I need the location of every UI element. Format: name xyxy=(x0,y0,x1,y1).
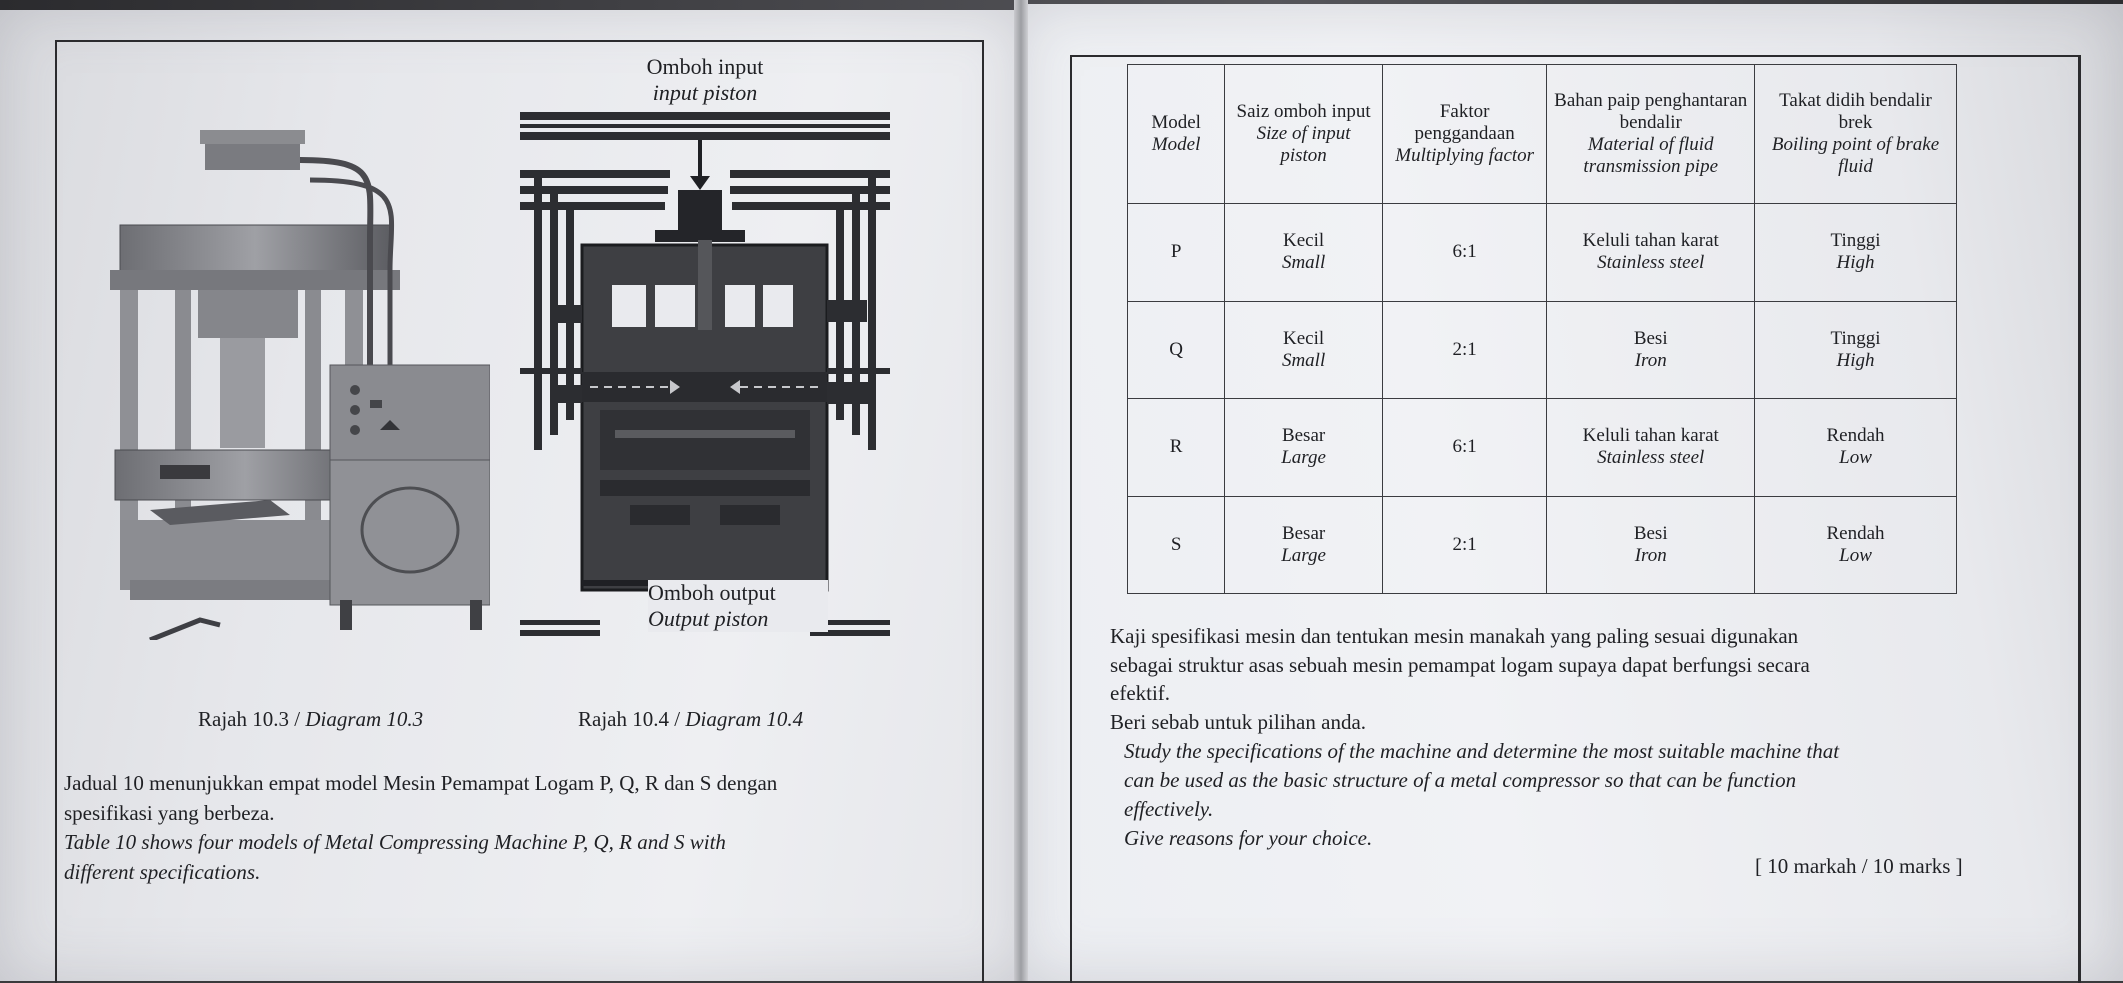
instruction-ms-line2: sebagai struktur asas sebuah mesin pemam… xyxy=(1110,653,1810,677)
cell-bp-en: Low xyxy=(1839,447,1872,469)
header-model-ms: Model xyxy=(1151,112,1201,133)
right-page-border xyxy=(1070,55,2081,983)
cell-factor: 6:1 xyxy=(1381,203,1548,302)
input-piston-label: Omboh input input piston xyxy=(600,54,810,106)
cell-pipe-ms: Keluli tahan karat xyxy=(1582,230,1719,252)
instruction-en-line4: Give reasons for your choice. xyxy=(1124,826,1373,850)
cell-bp-ms: Tinggi xyxy=(1830,230,1881,252)
cell-size-ms: Besar xyxy=(1281,522,1326,544)
cell-pipe-en: Stainless steel xyxy=(1597,447,1705,469)
cell-model: P xyxy=(1126,203,1226,302)
header-input-piston-size: Saiz omboh input Size of input piston xyxy=(1224,64,1383,204)
header-pipe-ms: Bahan paip penghantaran bendalir xyxy=(1554,90,1748,133)
cell-size-en: Small xyxy=(1281,252,1326,274)
header-boiling-point: Takat didih bendalir brek Boiling point … xyxy=(1754,64,1957,204)
cell-size-en: Small xyxy=(1281,349,1326,371)
cell-size-en: Large xyxy=(1281,544,1326,566)
header-model-en: Model xyxy=(1151,134,1201,155)
cell-factor: 2:1 xyxy=(1381,300,1548,399)
cell-bp-ms: Rendah xyxy=(1826,425,1885,447)
caption-10-3-ms: Rajah 10.3 / xyxy=(198,707,306,731)
caption-diagram-10-3: Rajah 10.3 / Diagram 10.3 xyxy=(198,707,423,732)
input-piston-label-en: input piston xyxy=(652,80,758,105)
header-pipe-en: Material of fluid transmission pipe xyxy=(1583,134,1719,177)
output-piston-label-en: Output piston xyxy=(648,606,769,631)
header-pipe-material: Bahan paip penghantaran bendalir Materia… xyxy=(1546,64,1756,204)
instruction-en-line1: Study the specifications of the machine … xyxy=(1124,739,1840,763)
piston-schematic xyxy=(520,112,890,636)
input-piston-label-ms: Omboh input xyxy=(646,54,764,79)
header-model: Model Model xyxy=(1126,64,1226,204)
cell-model: Q xyxy=(1126,300,1226,399)
caption-10-4-en: Diagram 10.4 xyxy=(685,707,804,731)
cell-model: R xyxy=(1126,398,1226,497)
left-page-border xyxy=(55,40,984,983)
cell-size-ms: Kecil xyxy=(1283,230,1325,252)
cell-bp-en: Low xyxy=(1839,544,1872,566)
cell-pipe-ms: Besi xyxy=(1633,327,1668,349)
caption-10-4-ms: Rajah 10.4 / xyxy=(578,707,686,731)
page-fold xyxy=(1014,0,1028,981)
header-size-ms: Saiz omboh input xyxy=(1236,101,1371,122)
output-piston-label: Omboh output Output piston xyxy=(648,580,828,632)
cell-bp-ms: Tinggi xyxy=(1830,327,1881,349)
question-intro-ms-line2: spesifikasi yang berbeza. xyxy=(64,801,275,825)
question-intro-en-line2: different specifications. xyxy=(64,860,261,884)
cell-size-ms: Besar xyxy=(1281,425,1326,447)
cell-bp-en: High xyxy=(1836,252,1875,274)
header-bp-ms: Takat didih bendalir brek xyxy=(1779,90,1932,133)
cell-pipe-en: Stainless steel xyxy=(1597,252,1705,274)
caption-10-3-en: Diagram 10.3 xyxy=(305,707,424,731)
cell-model: S xyxy=(1126,495,1226,594)
question-intro-ms-line1: Jadual 10 menunjukkan empat model Mesin … xyxy=(64,771,778,795)
cell-size-en: Large xyxy=(1281,447,1326,469)
caption-diagram-10-4: Rajah 10.4 / Diagram 10.4 xyxy=(578,707,803,732)
cell-bp-ms: Rendah xyxy=(1826,522,1885,544)
table-header-row: Model Model Saiz omboh input Size of inp… xyxy=(1126,64,1957,204)
cell-factor: 2:1 xyxy=(1381,495,1548,594)
header-factor-en: Multiplying factor xyxy=(1395,145,1535,166)
instruction-ms-line1: Kaji spesifikasi mesin dan tentukan mesi… xyxy=(1110,624,1799,648)
output-piston-label-ms: Omboh output xyxy=(648,580,776,605)
marks-label: [ 10 markah / 10 marks ] xyxy=(1755,854,1963,878)
specification-table: Model Model Saiz omboh input Size of inp… xyxy=(1126,64,1957,594)
cell-size-ms: Kecil xyxy=(1283,327,1325,349)
instruction-en-line2: can be used as the basic structure of a … xyxy=(1124,768,1797,792)
hydraulic-press-illustration xyxy=(110,130,490,640)
header-multiplying-factor: Faktor penggandaan Multiplying factor xyxy=(1381,64,1548,204)
cell-pipe-ms: Keluli tahan karat xyxy=(1582,425,1719,447)
cell-bp-en: High xyxy=(1836,349,1875,371)
instruction-en-line3: effectively. xyxy=(1124,797,1214,821)
cell-pipe-en: Iron xyxy=(1634,349,1667,371)
cell-pipe-ms: Besi xyxy=(1633,522,1668,544)
header-size-en: Size of input piston xyxy=(1256,123,1351,166)
cell-factor: 6:1 xyxy=(1381,398,1548,497)
instruction-ms-line3: efektif. xyxy=(1110,681,1171,705)
header-factor-ms: Faktor penggandaan xyxy=(1414,101,1515,144)
instruction-ms-line4: Beri sebab untuk pilihan anda. xyxy=(1110,710,1367,734)
header-bp-en: Boiling point of brake fluid xyxy=(1771,134,1940,177)
cell-pipe-en: Iron xyxy=(1634,544,1667,566)
question-intro-en-line1: Table 10 shows four models of Metal Comp… xyxy=(64,830,726,854)
